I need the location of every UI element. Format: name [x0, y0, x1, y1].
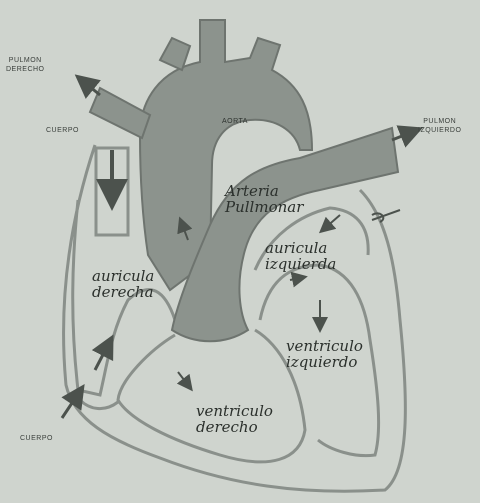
label-auricula-derecha: auricula derecha — [92, 268, 154, 300]
label-auricula-izq-line1: auricula — [265, 240, 336, 256]
arrow-left-lung — [392, 132, 412, 140]
label-aorta: AORTA — [222, 117, 248, 126]
label-ventriculo-izquierdo: ventriculo izquierdo — [286, 338, 363, 370]
inferior-vena-cava — [80, 400, 118, 409]
label-pulmon-izquierdo-line1: PULMON — [418, 117, 461, 126]
label-cuerpo-top: CUERPO — [46, 126, 79, 135]
arrow-right-lung — [84, 82, 100, 95]
septum-wall — [118, 330, 305, 462]
label-pulmon-izquierdo-line2: IZQUIERDO — [418, 126, 461, 135]
label-cuerpo-bottom: CUERPO — [20, 434, 53, 443]
label-auricula-der-line1: auricula — [92, 268, 154, 284]
label-auricula-izq-line2: izquierda — [265, 256, 336, 272]
label-pulmon-izquierdo: PULMON IZQUIERDO — [418, 117, 461, 135]
arrow-pulmonary-in — [325, 215, 340, 228]
label-pulmon-derecho: PULMON DERECHO — [6, 56, 45, 74]
label-ventriculo-der-line2: derecho — [196, 419, 273, 435]
label-arteria-line2: Pullmonar — [225, 199, 303, 215]
arrow-right-ventricle — [178, 372, 188, 385]
arrow-left-atrium — [290, 278, 300, 280]
label-ventriculo-der-line1: ventriculo — [196, 403, 273, 419]
label-ventriculo-izq-line1: ventriculo — [286, 338, 363, 354]
label-pulmon-derecho-line1: PULMON — [6, 56, 45, 65]
label-arteria-line1: Arteria — [225, 183, 303, 199]
label-ventriculo-izq-line2: izquierdo — [286, 354, 363, 370]
label-arteria-pulmonar: Arteria Pullmonar — [225, 183, 303, 215]
label-auricula-izquierda: auricula izquierda — [265, 240, 336, 272]
label-pulmon-derecho-line2: DERECHO — [6, 65, 45, 74]
label-auricula-der-line2: derecha — [92, 284, 154, 300]
label-ventriculo-derecho: ventriculo derecho — [196, 403, 273, 435]
